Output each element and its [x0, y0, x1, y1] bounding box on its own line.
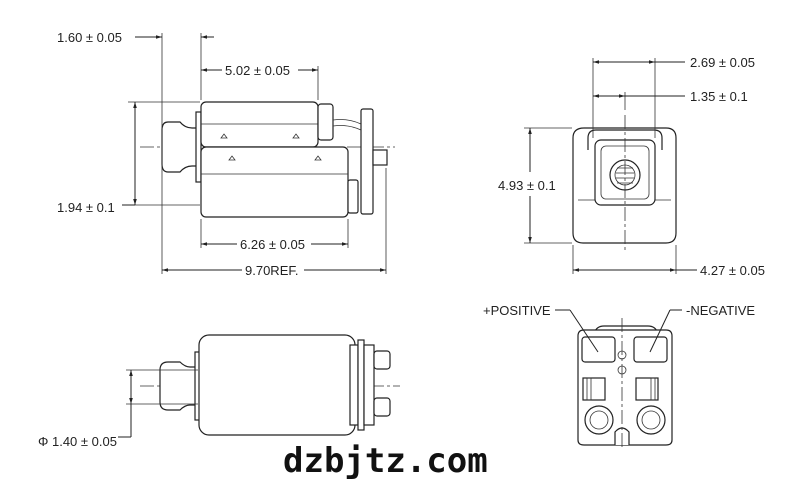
bottom-view — [118, 334, 400, 438]
dim-side-offset: 1.60 ± 0.05 — [57, 30, 122, 45]
label-negative-terminal: -NEGATIVE — [686, 303, 755, 318]
dim-end-height: 4.93 ± 0.1 — [498, 178, 556, 193]
label-positive-terminal: +POSITIVE — [483, 303, 551, 318]
side-view — [122, 33, 395, 274]
dim-upper-body-length: 5.02 ± 0.05 — [225, 63, 290, 78]
dim-overall-length: 9.70REF. — [245, 263, 298, 278]
dim-end-half-width: 1.35 ± 0.1 — [690, 89, 748, 104]
dim-end-width-outer: 2.69 ± 0.05 — [690, 55, 755, 70]
dim-height-side: 1.94 ± 0.1 — [57, 200, 115, 215]
dim-lower-body-length: 6.26 ± 0.05 — [240, 237, 305, 252]
dim-end-width: 4.27 ± 0.05 — [700, 263, 765, 278]
dim-pin-diameter: Φ 1.40 ± 0.05 — [38, 434, 117, 449]
watermark: dzbjtz.com — [283, 441, 488, 481]
terminal-view — [555, 309, 682, 450]
end-view — [524, 58, 697, 274]
